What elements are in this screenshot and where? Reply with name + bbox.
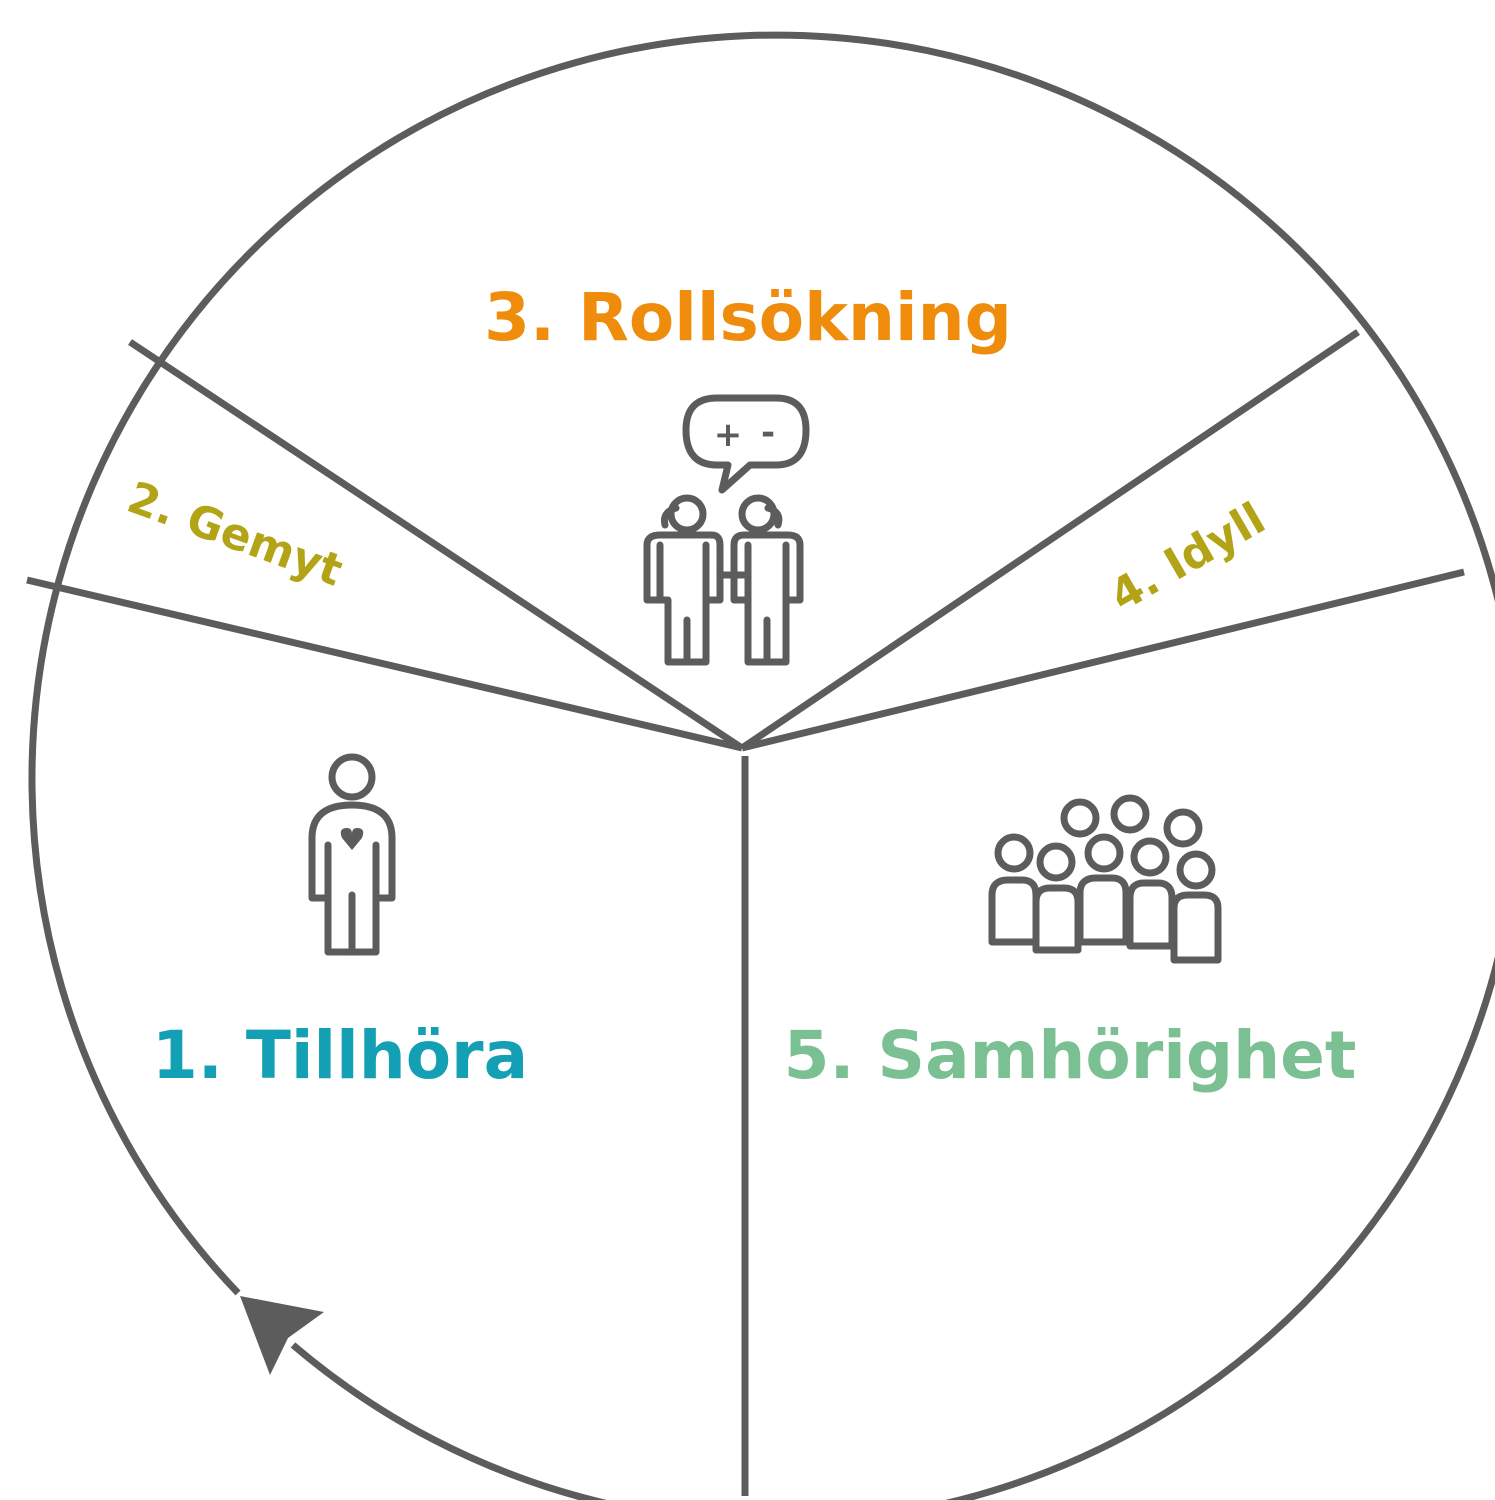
cycle-circle [28,31,1495,1500]
segment-dividers [26,329,1465,1496]
stage-label-5: 5. Samhörighet [784,1017,1357,1094]
group-of-people-icon [988,794,1222,964]
stage-label-3: 3. Rollsökning [484,279,1012,356]
divider-stage4-stage5 [741,568,1465,752]
divider-stage2-stage3 [128,339,744,751]
speech-bubble-minus: - [761,413,775,453]
stage-label-1: 1. Tillhöra [152,1017,528,1094]
person-heart-icon [308,753,396,956]
speech-bubble-icon [682,394,810,494]
heart-icon [340,828,364,850]
stage-label-4: 4. Idyll [1102,493,1274,622]
divider-stage3-stage4 [740,329,1360,751]
cycle-arrow-head-icon [240,1296,324,1375]
speech-bubble-plus: + [714,415,743,455]
two-people-discussion-icon [643,394,810,666]
stage-label-2: 2. Gemyt [121,472,349,597]
divider-stage1-stage2 [26,576,743,752]
